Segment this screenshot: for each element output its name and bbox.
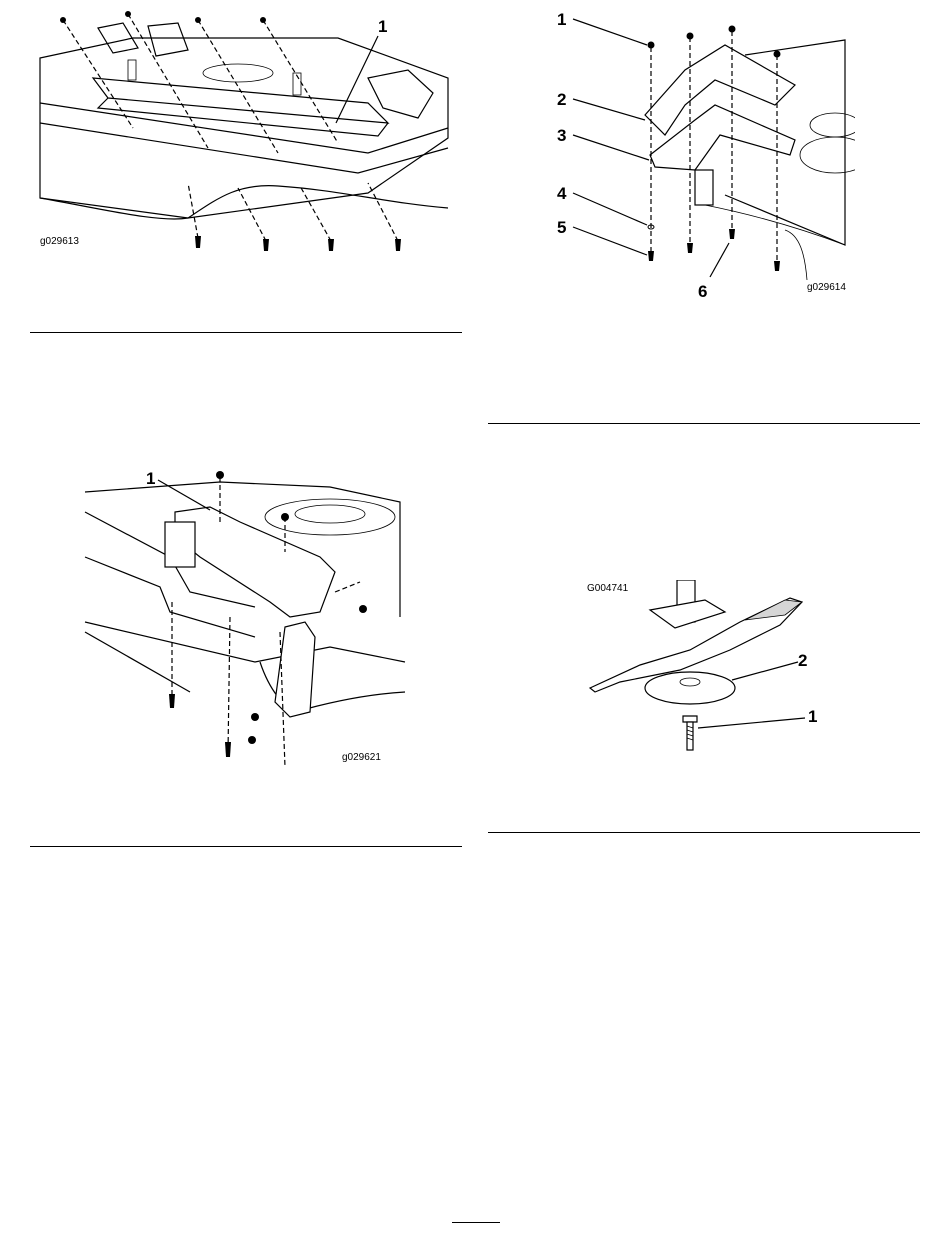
callout-3: 3 (557, 126, 566, 145)
deck-skirt-left (85, 632, 190, 692)
bolt-path-2 (128, 14, 208, 148)
callout-6-leader (710, 243, 729, 277)
bolt-path-8 (368, 183, 398, 241)
callout-5-leader (573, 227, 647, 255)
post (695, 170, 713, 205)
deck-curve (785, 230, 807, 280)
nut-2 (687, 33, 694, 40)
nut-3 (195, 17, 201, 23)
nut-top-1 (216, 471, 224, 479)
figure-blade-installation: 2 1 (580, 580, 840, 765)
bolt-2 (687, 243, 693, 253)
bolt-path-5 (188, 183, 198, 238)
deck-outline (40, 38, 448, 218)
callout-2: 2 (798, 651, 807, 670)
callout-1: 1 (146, 469, 155, 488)
rule-right-1 (488, 423, 920, 424)
rule-right-2 (488, 832, 920, 833)
bolt-head (683, 716, 697, 722)
callout-6: 6 (698, 282, 707, 301)
figure-code: g029613 (40, 236, 79, 247)
rule-left-2 (30, 846, 462, 847)
callout-1-leader (698, 718, 805, 728)
figure-3-illustration: 1 g029621 (80, 462, 415, 772)
bolt-path-center (228, 617, 230, 752)
callout-2: 2 (557, 90, 566, 109)
figure-1-illustration: 1 g029613 (38, 8, 468, 268)
callout-1-leader (573, 19, 647, 45)
carriage-bolt-2 (248, 736, 256, 744)
bolt-1 (648, 251, 654, 261)
figure-4-code: G004741 (587, 583, 628, 594)
callout-4: 4 (557, 184, 567, 203)
bolt-2 (263, 239, 269, 251)
callout-3-leader (573, 135, 649, 160)
callout-1: 1 (557, 10, 566, 29)
figure-4-illustration: 2 1 (580, 580, 840, 765)
bolt-path-6 (238, 188, 266, 241)
bracket-center (148, 23, 188, 56)
figure-baffle-mounting-stack: 1 2 3 4 5 6 g029614 (545, 5, 855, 305)
page-footer-line (452, 1222, 500, 1223)
nut-2 (125, 11, 131, 17)
bolt-4 (774, 261, 780, 271)
blade-cup (645, 672, 735, 704)
figure-code: g029621 (342, 752, 381, 763)
nut-1 (648, 42, 655, 49)
baffle-plate (93, 78, 388, 123)
callout-1: 1 (378, 17, 387, 36)
callout-2-leader (732, 662, 798, 680)
bolt-center (225, 742, 231, 757)
bolt-path-7 (300, 186, 331, 241)
bolt-4 (395, 239, 401, 251)
bolt-1 (195, 236, 201, 248)
blade-spacer (650, 600, 725, 628)
nut-3 (729, 26, 736, 33)
callout-5: 5 (557, 218, 566, 237)
bracket-right (368, 70, 433, 118)
deck-edge-lower (40, 123, 448, 173)
spindle-pulley (810, 113, 855, 137)
bolt-3 (729, 229, 735, 239)
rule-left-1 (30, 332, 462, 333)
spindle-opening (203, 64, 273, 82)
callout-2-leader (573, 99, 645, 120)
callout-4-leader (573, 193, 647, 225)
carriage-bolt-1 (251, 713, 259, 721)
deck-skirt-curve (40, 186, 448, 219)
callout-1: 1 (808, 707, 817, 726)
nut-4 (774, 51, 781, 58)
side-plate (275, 622, 315, 717)
figure-code: g029614 (807, 282, 846, 293)
baffle-bracket (175, 507, 335, 617)
bolt-3 (328, 239, 334, 251)
bracket-channel (165, 522, 195, 567)
figure-deck-baffle-removal: 1 g029613 (38, 8, 468, 268)
spindle-housing (800, 137, 855, 173)
nut-side (359, 605, 367, 613)
figure-baffle-bracket-detail: 1 g029621 (80, 462, 415, 772)
nut-path-side (335, 582, 360, 592)
post-left (128, 60, 136, 80)
nut-4 (260, 17, 266, 23)
nut-top-2 (281, 513, 289, 521)
bolt-left (169, 694, 175, 708)
deck-front-edge (85, 622, 405, 662)
nut-1 (60, 17, 66, 23)
bracket-left (98, 23, 138, 53)
figure-2-illustration: 1 2 3 4 5 6 g029614 (545, 5, 855, 305)
deck-edge (705, 205, 845, 245)
spindle-cover-inner (295, 505, 365, 523)
